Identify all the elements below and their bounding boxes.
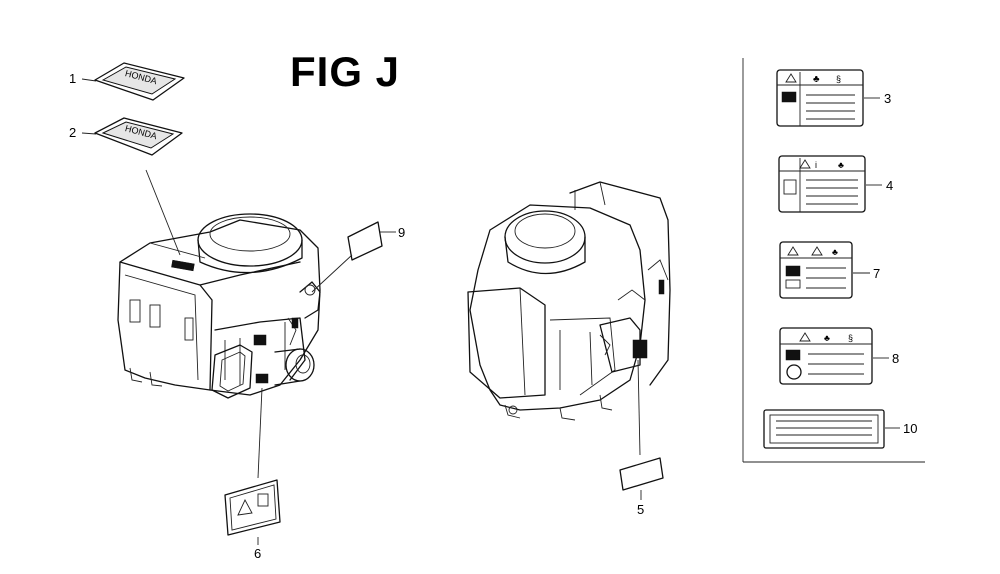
- decal-10: [763, 409, 900, 449]
- callout-6: 6: [254, 546, 262, 561]
- decal-1: HONDA: [81, 62, 185, 101]
- callout-7: 7: [873, 266, 881, 281]
- callout-10: 10: [903, 421, 918, 436]
- svg-text:§: §: [836, 74, 841, 84]
- svg-text:♣: ♣: [832, 247, 838, 257]
- svg-text:§: §: [848, 333, 853, 343]
- engine-left: [117, 213, 321, 399]
- label-panel-frame: [742, 58, 925, 463]
- decal-5: [619, 359, 664, 500]
- callout-9: 9: [398, 225, 406, 240]
- decal-9: [311, 221, 396, 293]
- callout-4: 4: [886, 178, 894, 193]
- callout-1: 1: [69, 71, 77, 86]
- decal-8: ♣ §: [779, 327, 889, 385]
- decal-7: ♣: [779, 241, 870, 299]
- decal-2: HONDA: [81, 117, 183, 256]
- svg-text:♣: ♣: [824, 333, 830, 343]
- svg-text:♣: ♣: [813, 74, 820, 85]
- decal-6: [224, 387, 281, 545]
- svg-text:i: i: [815, 160, 817, 170]
- callout-3: 3: [884, 91, 892, 106]
- callout-5: 5: [637, 502, 645, 517]
- callout-2: 2: [69, 125, 77, 140]
- decal-3: ♣ §: [776, 69, 880, 127]
- figure-title: FIG J: [290, 48, 401, 95]
- decal-4: i ♣: [778, 155, 882, 213]
- callout-8: 8: [892, 351, 900, 366]
- engine-right: [467, 181, 671, 421]
- svg-text:♣: ♣: [838, 160, 844, 170]
